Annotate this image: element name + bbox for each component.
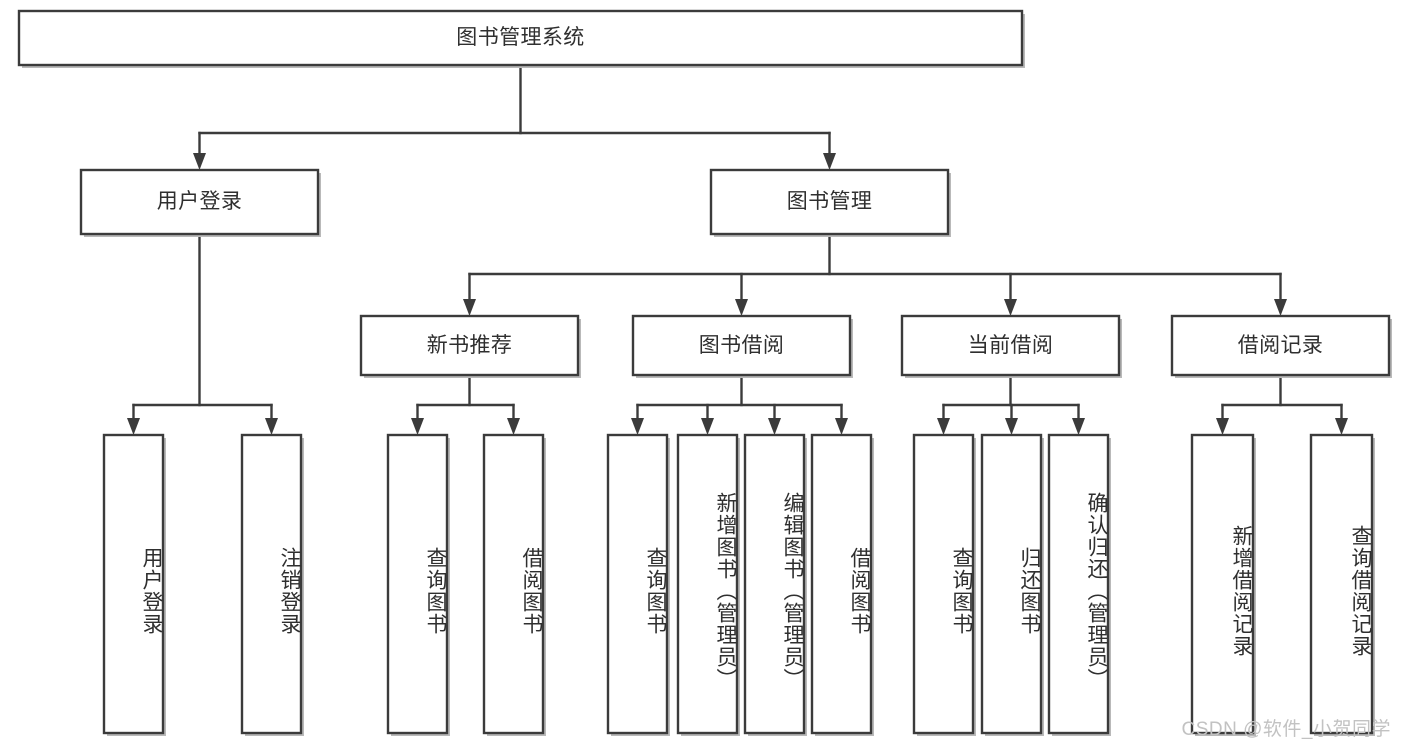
edge-arrowhead bbox=[937, 418, 950, 435]
edge-arrowhead bbox=[835, 418, 848, 435]
node-box-leaf-borrow-book-1[interactable] bbox=[482, 433, 545, 735]
node-box-leaf-query-book-2[interactable] bbox=[606, 433, 669, 735]
edge-arrowhead bbox=[735, 299, 748, 316]
node-box-new-book-rec[interactable] bbox=[359, 314, 580, 377]
node-box-leaf-borrow-book-2[interactable] bbox=[810, 433, 873, 735]
edge-arrowhead bbox=[768, 418, 781, 435]
edge-arrowhead bbox=[507, 418, 520, 435]
node-box-leaf-query-book-3[interactable] bbox=[912, 433, 975, 735]
edge-arrowhead bbox=[631, 418, 644, 435]
node-box-leaf-query-record[interactable] bbox=[1309, 433, 1374, 735]
node-box-leaf-confirm-return[interactable] bbox=[1047, 433, 1110, 735]
edge-arrowhead bbox=[1216, 418, 1229, 435]
node-box-current-borrow[interactable] bbox=[900, 314, 1121, 377]
edge-arrowhead bbox=[1072, 418, 1085, 435]
node-box-leaf-query-book-1[interactable] bbox=[386, 433, 449, 735]
edge-arrowhead bbox=[1274, 299, 1287, 316]
node-box-book-manage[interactable] bbox=[709, 168, 950, 236]
node-box-user-login[interactable] bbox=[79, 168, 320, 236]
edge-arrowhead bbox=[411, 418, 424, 435]
node-box-leaf-edit-book[interactable] bbox=[743, 433, 806, 735]
node-box-leaf-user-login[interactable] bbox=[102, 433, 165, 735]
node-box-book-borrow[interactable] bbox=[631, 314, 852, 377]
node-box-leaf-add-book[interactable] bbox=[676, 433, 739, 735]
edge-arrowhead bbox=[463, 299, 476, 316]
node-box-borrow-record[interactable] bbox=[1170, 314, 1391, 377]
edge-arrowhead bbox=[193, 153, 206, 170]
edge-arrowhead bbox=[1335, 418, 1348, 435]
edge-arrowhead bbox=[1005, 418, 1018, 435]
node-box-leaf-return-book[interactable] bbox=[980, 433, 1043, 735]
watermark-text: CSDN @软件_小贺同学 bbox=[1181, 719, 1391, 740]
edge-arrowhead bbox=[823, 153, 836, 170]
node-box-leaf-logout[interactable] bbox=[240, 433, 303, 735]
node-box-root[interactable] bbox=[17, 9, 1024, 67]
edge-arrowhead bbox=[127, 418, 140, 435]
edge-arrowhead bbox=[265, 418, 278, 435]
edge-arrowhead bbox=[701, 418, 714, 435]
node-box-leaf-add-record[interactable] bbox=[1190, 433, 1255, 735]
edge-arrowhead bbox=[1004, 299, 1017, 316]
